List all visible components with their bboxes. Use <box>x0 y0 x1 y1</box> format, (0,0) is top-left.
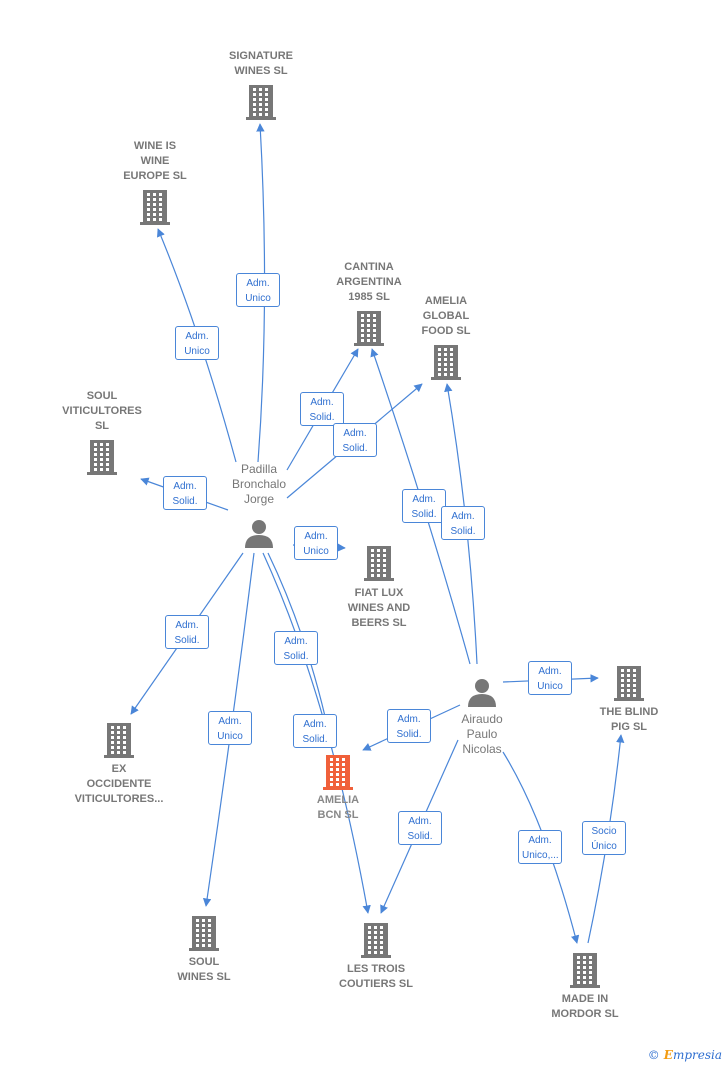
building-icon[interactable] <box>140 189 170 230</box>
focus-building-icon[interactable] <box>323 754 353 795</box>
building-icon[interactable] <box>104 722 134 763</box>
copyright-symbol: © <box>647 1048 660 1062</box>
edge-label-padilla-soulwines[interactable]: Adm. Unico <box>208 711 252 745</box>
node-label-exocc[interactable]: EX OCCIDENTE VITICULTORES... <box>74 763 164 805</box>
edge-label-padilla-signature[interactable]: Adm. Unico <box>236 273 280 307</box>
edge-label-airaudo-mordor[interactable]: Adm. Unico,... <box>518 830 562 864</box>
building-icon[interactable] <box>614 665 644 706</box>
edge-label-padilla-ameliabcn[interactable]: Adm. Solid. <box>293 714 337 748</box>
node-label-wineis[interactable]: WINE IS WINE EUROPE SL <box>123 140 187 182</box>
node-label-padilla[interactable]: Padilla Bronchalo Jorge <box>231 462 287 506</box>
edge-label-airaudo-ameliaglobal[interactable]: Adm. Solid. <box>441 506 485 540</box>
person-icon[interactable] <box>467 677 497 712</box>
node-label-blindpig[interactable]: THE BLIND PIG SL <box>599 706 659 733</box>
edge-label-airaudo-blindpig[interactable]: Adm. Unico <box>528 661 572 695</box>
node-label-ameliaglobal[interactable]: AMELIA GLOBAL FOOD SL <box>421 295 471 337</box>
node-label-airaudo[interactable]: Airaudo Paulo Nicolas <box>461 712 503 756</box>
edge-label-padilla-lestrois[interactable]: Adm. Solid. <box>274 631 318 665</box>
building-icon[interactable] <box>361 922 391 963</box>
node-label-lestrois[interactable]: LES TROIS COUTIERS SL <box>339 963 413 990</box>
edge-label-padilla-ameliaglobal[interactable]: Adm. Solid. <box>333 423 377 457</box>
edge-label-mordor-blindpig[interactable]: Socio Único <box>582 821 626 855</box>
brand-name: mpresia <box>672 1048 722 1062</box>
node-label-fiatlux[interactable]: FIAT LUX WINES AND BEERS SL <box>347 587 411 629</box>
node-label-soulviti[interactable]: SOUL VITICULTORES SL <box>62 390 142 432</box>
building-icon[interactable] <box>246 84 276 125</box>
person-icon[interactable] <box>244 518 274 553</box>
building-icon[interactable] <box>87 439 117 480</box>
node-label-cantina[interactable]: CANTINA ARGENTINA 1985 SL <box>336 261 402 303</box>
node-label-ameliabcn[interactable]: AMELIA BCN SL <box>316 794 360 821</box>
empresia-brand[interactable]: ©Empresia <box>648 1048 722 1062</box>
edge-label-airaudo-cantina[interactable]: Adm. Solid. <box>402 489 446 523</box>
building-icon[interactable] <box>431 344 461 385</box>
building-icon[interactable] <box>354 310 384 351</box>
edge-label-airaudo-lestrois[interactable]: Adm. Solid. <box>398 811 442 845</box>
edge-label-padilla-cantina[interactable]: Adm. Solid. <box>300 392 344 426</box>
building-icon[interactable] <box>364 545 394 586</box>
brand-initial: E <box>663 1048 673 1062</box>
edge-label-padilla-exocc[interactable]: Adm. Solid. <box>165 615 209 649</box>
edge-label-padilla-wineis[interactable]: Adm. Unico <box>175 326 219 360</box>
edge-label-padilla-soulviti[interactable]: Adm. Solid. <box>163 476 207 510</box>
building-icon[interactable] <box>189 915 219 956</box>
node-label-soulwines[interactable]: SOUL WINES SL <box>177 956 231 983</box>
node-label-mordor[interactable]: MADE IN MORDOR SL <box>551 993 619 1020</box>
edge-label-airaudo-ameliabcn[interactable]: Adm. Solid. <box>387 709 431 743</box>
edge-label-padilla-fiatlux[interactable]: Adm. Unico <box>294 526 338 560</box>
node-label-signature[interactable]: SIGNATURE WINES SL <box>229 50 293 77</box>
building-icon[interactable] <box>570 952 600 993</box>
